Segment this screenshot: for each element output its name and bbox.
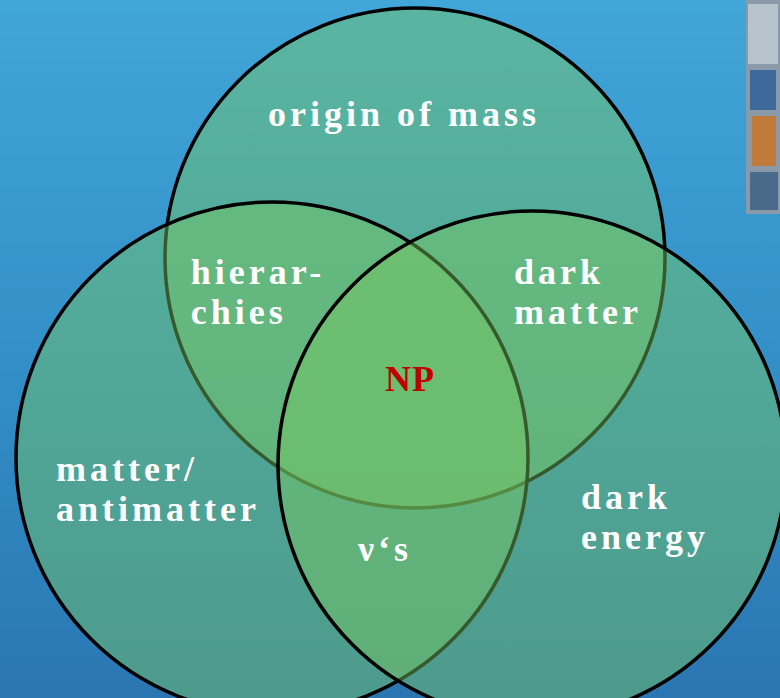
- circle-title: origin of mass: [268, 95, 540, 135]
- center-label: NP: [385, 360, 435, 400]
- overlap-label: ν‘s: [358, 530, 412, 570]
- overlap-label: hierar- chies: [191, 253, 326, 332]
- overlap-label: dark matter: [514, 253, 642, 332]
- circle-title: matter/ antimatter: [56, 450, 260, 529]
- circle-title: dark energy: [581, 478, 709, 557]
